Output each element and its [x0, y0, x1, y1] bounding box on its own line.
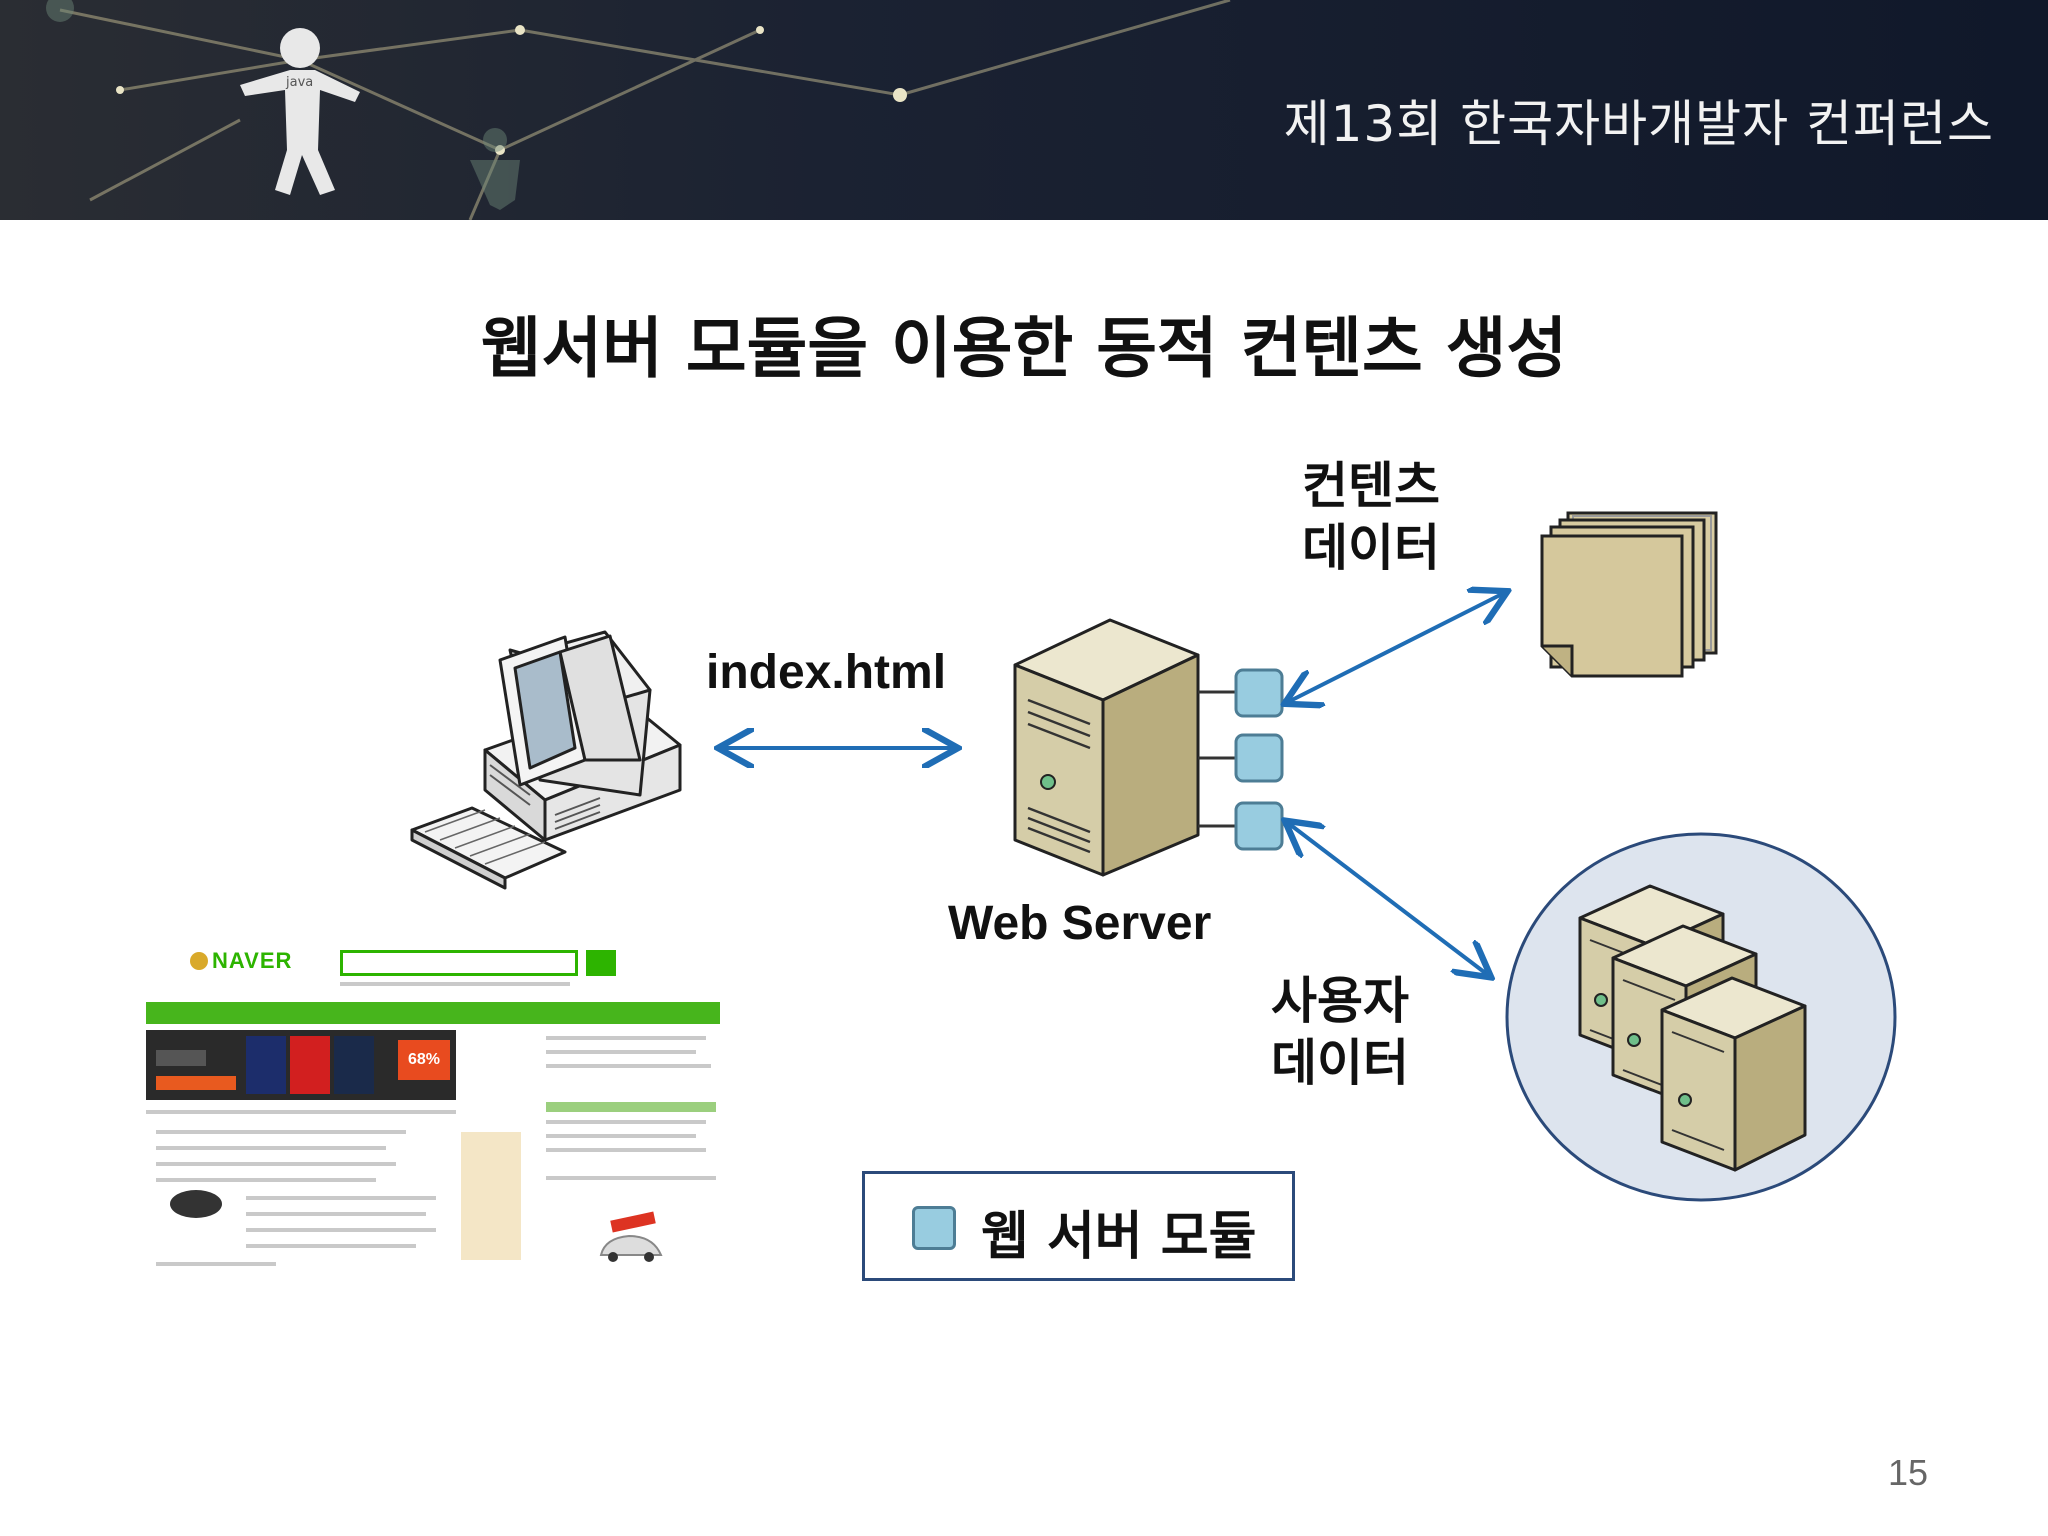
- naver-text-line: [156, 1262, 276, 1266]
- constellation-graphic: java: [46, 0, 1231, 220]
- user-data-label-line-2: 데이터: [1271, 1034, 1409, 1092]
- naver-text-line: [156, 1130, 406, 1134]
- web-server-icon: [1013, 618, 1200, 877]
- naver-search-box: [340, 950, 578, 976]
- content-data-label-line-2: 데이터: [1302, 519, 1440, 577]
- java-logo-text: java: [285, 75, 313, 90]
- page-number: 15: [1888, 1452, 1929, 1493]
- content-data-arrow: [1288, 593, 1504, 702]
- naver-car-ad-graphic: [599, 1211, 663, 1262]
- web-module-3: [1234, 801, 1284, 851]
- naver-green-bar: [546, 1102, 716, 1112]
- naver-text-line: [546, 1148, 706, 1152]
- conference-title: 제13회 한국자바개발자 컨퍼런스: [1283, 95, 1994, 153]
- content-data-label: 컨텐츠 데이터: [1302, 455, 1440, 579]
- apparel-ad-graphic: [156, 1036, 374, 1094]
- naver-text-line: [546, 1134, 696, 1138]
- content-data-label-line-1: 컨텐츠: [1302, 457, 1440, 515]
- naver-subline: [340, 982, 570, 986]
- naver-text-line: [246, 1212, 426, 1216]
- java-figure-icon: [240, 28, 360, 195]
- legend-label: 웹 서버 모듈: [981, 1207, 1257, 1267]
- db-server-3-icon: [1660, 976, 1807, 1172]
- naver-text-line: [156, 1146, 386, 1150]
- naver-text-line: [546, 1120, 706, 1124]
- user-data-label-line-1: 사용자: [1271, 972, 1409, 1030]
- content-data-documents-icon: [1540, 511, 1718, 678]
- naver-text-line: [546, 1064, 711, 1068]
- request-label: index.html: [706, 646, 947, 699]
- web-module-legend-swatch: [912, 1206, 956, 1250]
- naver-product-thumb: [170, 1190, 222, 1218]
- desktop-computer-icon: [410, 630, 682, 890]
- naver-text-line: [546, 1050, 696, 1054]
- user-data-arrow: [1288, 823, 1488, 975]
- web-module-1: [1234, 668, 1284, 718]
- naver-text-line: [156, 1178, 376, 1182]
- naver-sale-badge: 68%: [398, 1040, 450, 1080]
- naver-side-ad: [461, 1132, 521, 1260]
- web-module-2: [1234, 733, 1284, 783]
- naver-text-line: [246, 1196, 436, 1200]
- user-data-label: 사용자 데이터: [1271, 970, 1409, 1094]
- module-connectors: [1198, 690, 1236, 828]
- naver-nav-bar: [146, 1002, 720, 1024]
- header-banner: java 제13회 한국자바개발자 컨퍼런스: [0, 0, 2048, 220]
- naver-text-line: [246, 1228, 436, 1232]
- slide-title: 웹서버 모듈을 이용한 동적 컨텐츠 생성: [480, 310, 1568, 387]
- naver-logo-icon: [190, 952, 208, 970]
- naver-text-line: [546, 1176, 716, 1180]
- naver-portal-screenshot: NAVER 68%: [146, 940, 720, 1284]
- naver-text-line: [146, 1110, 456, 1114]
- legend-box: 웹 서버 모듈: [862, 1171, 1295, 1281]
- naver-text-line: [156, 1162, 396, 1166]
- naver-text-line: [246, 1244, 416, 1248]
- naver-text-line: [546, 1036, 706, 1040]
- naver-logo-text: NAVER: [212, 948, 293, 973]
- naver-search-button: [586, 950, 616, 976]
- web-server-label: Web Server: [948, 897, 1212, 950]
